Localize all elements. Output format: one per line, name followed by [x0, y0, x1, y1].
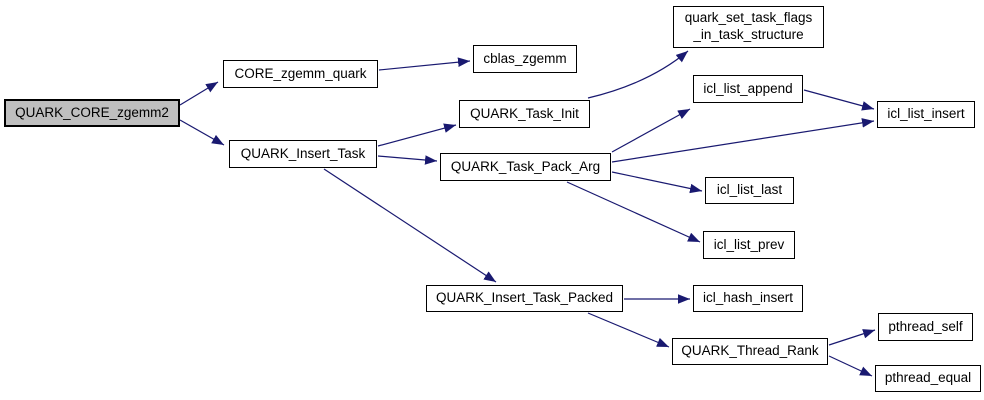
node-pthread-self[interactable]: pthread_self: [878, 313, 973, 341]
node-quark-insert-task-packed[interactable]: QUARK_Insert_Task_Packed: [426, 285, 623, 312]
edge-insert-task-to-pack-arg: [377, 155, 438, 165]
edge-pack-arg-to-list-insert: [611, 118, 875, 163]
edge-pack-arg-to-list-last: [611, 171, 703, 194]
node-quark-task-init[interactable]: QUARK_Task_Init: [459, 100, 590, 128]
node-icl-hash-insert[interactable]: icl_hash_insert: [693, 285, 803, 312]
edge-task-packed-to-thread-rank: [587, 312, 670, 348]
node-cblas-zgemm[interactable]: cblas_zgemm: [473, 45, 577, 73]
node-icl-list-insert[interactable]: icl_list_insert: [877, 101, 975, 128]
node-quark-task-pack-arg[interactable]: QUARK_Task_Pack_Arg: [440, 153, 611, 181]
node-core-zgemm-quark[interactable]: CORE_zgemm_quark: [223, 60, 378, 88]
node-quark-core-zgemm2[interactable]: QUARK_CORE_zgemm2: [4, 99, 180, 127]
node-quark-insert-task[interactable]: QUARK_Insert_Task: [229, 140, 377, 168]
node-icl-list-append[interactable]: icl_list_append: [693, 75, 803, 103]
edge-thread-rank-to-pthread-self: [828, 329, 876, 346]
node-quark-set-task-flags-in-task-structure[interactable]: quark_set_task_flags _in_task_structure: [673, 6, 824, 48]
node-icl-list-prev[interactable]: icl_list_prev: [703, 231, 795, 259]
edge-thread-rank-to-pthread-equal: [828, 355, 873, 377]
edge-list-append-to-list-insert: [803, 89, 875, 111]
edge-zgemm2-to-core-zgemm-quark: [179, 81, 219, 106]
edge-pack-arg-to-list-prev: [566, 181, 701, 243]
node-quark-thread-rank[interactable]: QUARK_Thread_Rank: [672, 338, 828, 365]
node-icl-list-last[interactable]: icl_list_last: [705, 177, 794, 204]
edge-zgemm2-to-insert-task: [179, 119, 225, 146]
edge-insert-task-to-task-init: [377, 123, 457, 147]
edge-core-zgemm-quark-to-cblas: [378, 57, 471, 71]
edge-task-init-to-set-task-flags: [587, 50, 689, 99]
node-pthread-equal[interactable]: pthread_equal: [875, 365, 981, 392]
edge-insert-task-to-task-packed: [323, 168, 497, 283]
edge-pack-arg-to-list-append: [611, 108, 691, 153]
